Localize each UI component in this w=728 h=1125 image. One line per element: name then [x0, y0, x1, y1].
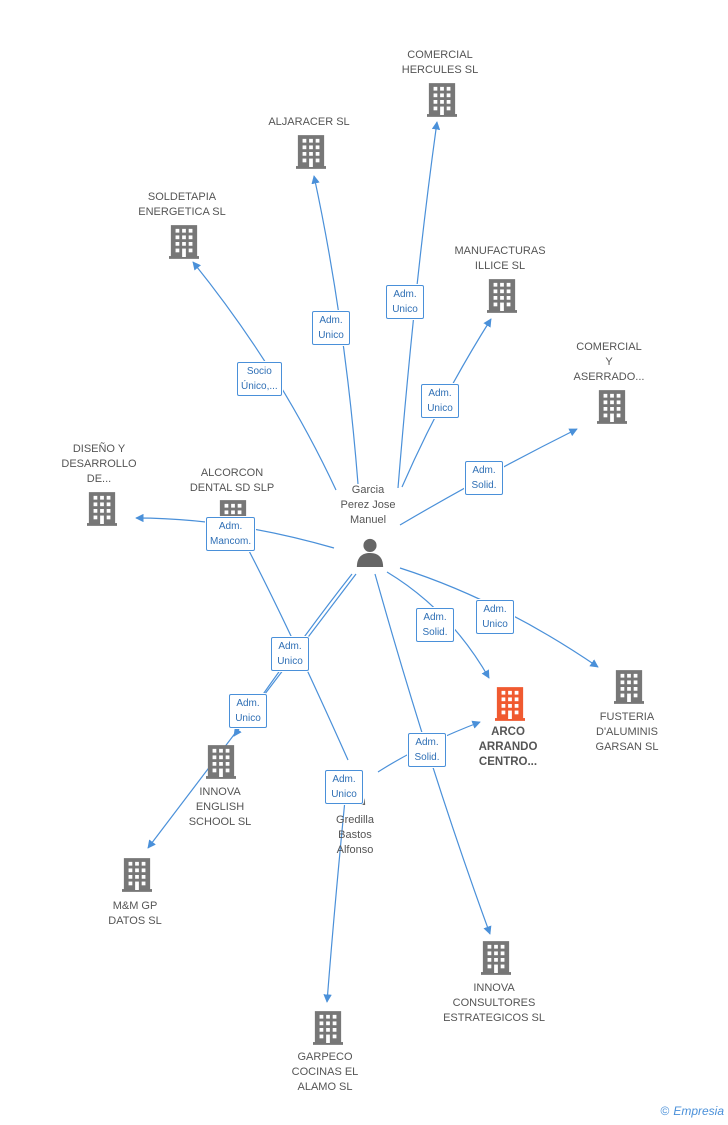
relation-label-gredilla-arco[interactable]: Adm. Solid.	[408, 733, 446, 767]
company-label-aljaracer[interactable]: ALJARACER SL	[268, 116, 350, 128]
company-label-manufacturas[interactable]: MANUFACTURAS ILLICE SL	[454, 245, 546, 272]
building-icon-garpeco[interactable]	[313, 1011, 343, 1045]
edge-gredilla-garpeco	[323, 789, 347, 1003]
relation-label-innova-english-b[interactable]: Adm. Unico	[229, 694, 267, 728]
person-label-gredilla[interactable]: Gredilla Bastos Alfonso	[336, 814, 374, 856]
company-label-aserrado[interactable]: COMERCIAL Y ASERRADO...	[573, 341, 645, 383]
relation-label-manufacturas[interactable]: Adm. Unico	[421, 384, 459, 418]
relation-label-innova-english-a[interactable]: Adm. Unico	[271, 637, 309, 671]
building-icon-diseno[interactable]	[87, 492, 117, 526]
person-label-garcia[interactable]: Garcia Perez Jose Manuel	[340, 484, 396, 526]
company-label-hercules[interactable]: COMERCIAL HERCULES SL	[401, 49, 479, 76]
relation-label-aserrado[interactable]: Adm. Solid.	[465, 461, 503, 495]
building-icon-aljaracer[interactable]	[296, 135, 326, 169]
relation-label-gredilla-garpeco[interactable]: Adm. Unico	[325, 770, 363, 804]
relation-label-diseno[interactable]: Adm. Mancom.	[206, 517, 256, 551]
building-icon-arco-highlight[interactable]	[495, 687, 525, 721]
relation-label-soldetapia[interactable]: Socio Único,...	[237, 362, 282, 396]
copyright-icon: ©	[660, 1104, 670, 1118]
person-icon-garcia[interactable]	[356, 538, 384, 567]
building-icon-innova-consultores[interactable]	[481, 941, 511, 975]
building-icon-soldetapia[interactable]	[169, 225, 199, 259]
relation-label-fusteria[interactable]: Adm. Unico	[476, 600, 514, 634]
building-icon-aserrado[interactable]	[597, 390, 627, 424]
brand-name: Empresia	[673, 1104, 724, 1118]
company-label-mmgp[interactable]: M&M GP DATOS SL	[108, 900, 162, 927]
company-label-innova-english[interactable]: INNOVA ENGLISH SCHOOL SL	[188, 786, 252, 828]
footer-brand[interactable]: ©Empresia	[660, 1104, 724, 1118]
building-icon-mmgp[interactable]	[122, 858, 152, 892]
company-label-fusteria[interactable]: FUSTERIA D'ALUMINIS GARSAN SL	[595, 711, 659, 753]
company-label-diseno[interactable]: DISEÑO Y DESARROLLO DE...	[61, 443, 137, 485]
company-label-soldetapia[interactable]: SOLDETAPIA ENERGETICA SL	[138, 191, 226, 218]
company-label-garpeco[interactable]: GARPECO COCINAS EL ALAMO SL	[291, 1051, 359, 1093]
building-icon-manufacturas[interactable]	[487, 279, 517, 313]
building-icon-innova-english[interactable]	[206, 745, 236, 779]
relation-label-hercules[interactable]: Adm. Unico	[386, 285, 424, 319]
relation-label-arco[interactable]: Adm. Solid.	[416, 608, 454, 642]
company-label-alcorcon[interactable]: ALCORCON DENTAL SD SLP	[189, 467, 275, 494]
relation-label-aljaracer[interactable]: Adm. Unico	[312, 311, 350, 345]
building-icon-fusteria[interactable]	[614, 670, 644, 704]
company-label-arco[interactable]: ARCO ARRANDO CENTRO...	[478, 726, 538, 768]
company-label-innova-consultores[interactable]: INNOVA CONSULTORES ESTRATEGICOS SL	[443, 982, 545, 1024]
building-icon-hercules[interactable]	[427, 83, 457, 117]
